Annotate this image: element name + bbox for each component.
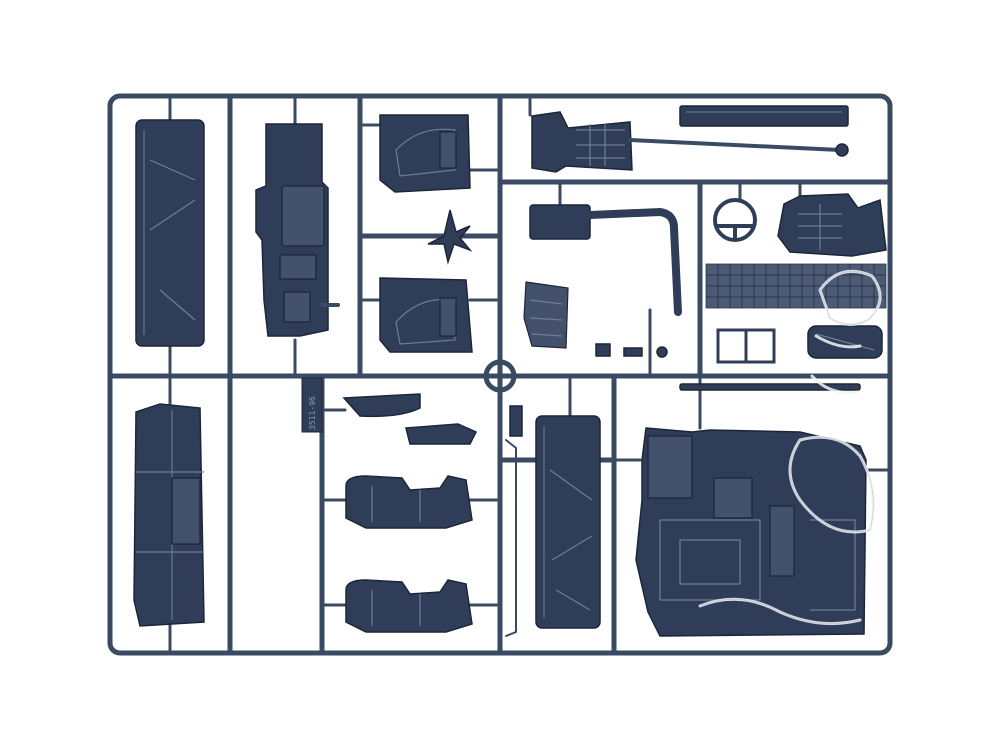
seat-upper <box>345 475 473 529</box>
engine-block <box>777 193 887 257</box>
exhaust-pipe <box>529 204 682 316</box>
fan-part <box>408 209 473 265</box>
dashboard-part <box>255 123 340 337</box>
door-panel-lower <box>379 277 473 353</box>
filter-box <box>523 281 569 349</box>
mirror-part <box>807 325 883 359</box>
gearbox-part <box>531 111 849 173</box>
bunk-panel <box>133 403 205 627</box>
window-frame <box>716 328 776 364</box>
cab-floor <box>635 427 867 637</box>
seat-cushion-small <box>342 393 523 445</box>
sprue-gates <box>168 94 892 655</box>
side-rail <box>679 383 861 391</box>
small-knobs <box>595 343 668 358</box>
door-panel-upper <box>379 114 471 193</box>
watermark-figure <box>698 269 882 626</box>
part-code-label: 3511-96 <box>308 396 317 430</box>
bumper-bar <box>679 105 849 127</box>
sleeper-panel <box>135 119 205 347</box>
part-code-tag: 3511-96 <box>301 377 323 433</box>
steering-wheel <box>713 198 757 242</box>
seat-lower <box>345 579 473 633</box>
thin-rods <box>505 439 517 637</box>
roof-panel <box>535 415 601 629</box>
